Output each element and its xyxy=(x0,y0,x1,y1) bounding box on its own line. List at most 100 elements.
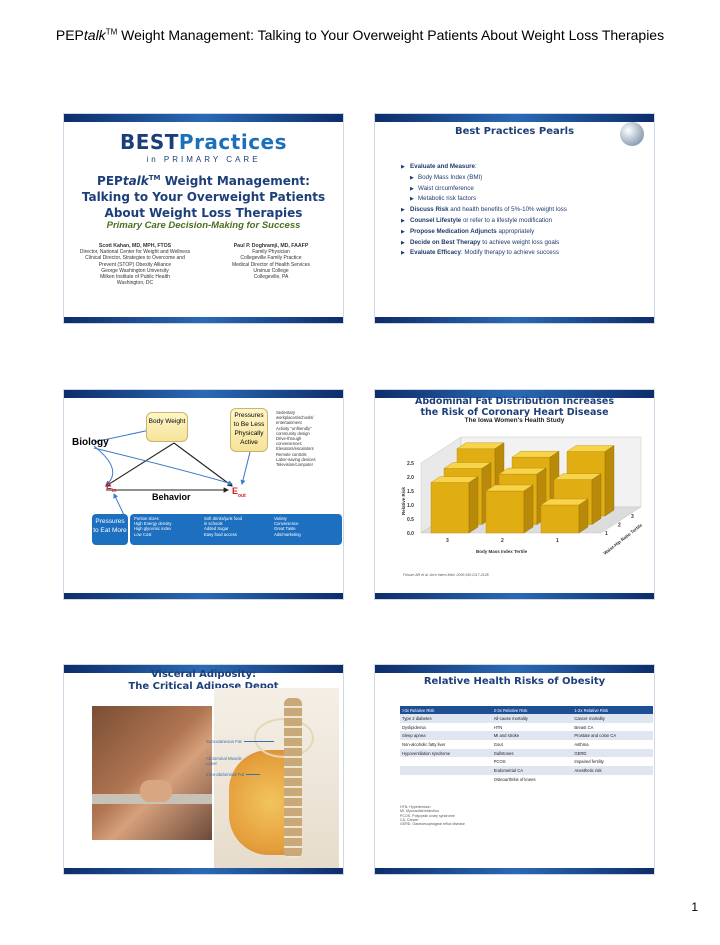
y-tick-label: 0.5 xyxy=(407,517,414,523)
slide-biology-behavior: Body Weight Pressures to Be Less Physica… xyxy=(63,389,344,600)
slide5-title: Visceral Adiposity: The Critical Adipose… xyxy=(64,669,343,693)
header-italic: talk xyxy=(83,27,106,43)
y-tick-label: 0.0 xyxy=(407,531,414,537)
bullet-arrow-icon: ▶ xyxy=(410,196,414,203)
author-1-line: Milken Institute of Public Health xyxy=(100,274,170,281)
table-cell: Anesthetic risk xyxy=(572,766,653,775)
table-cell: Breast CA xyxy=(574,724,594,730)
e-out-sub: out xyxy=(238,492,246,499)
spine xyxy=(284,698,302,858)
label-intra-abdominal-fat: Intra-abdominal Fat xyxy=(206,772,261,777)
bar-side xyxy=(604,445,615,517)
bullet-arrow-icon: ▶ xyxy=(401,239,405,246)
slide1-title: PEPtalkTM Weight Management: Talking to … xyxy=(64,170,343,221)
list-item: High glycemic index xyxy=(134,526,172,532)
pearls-list: ▶Evaluate and Measure:▶Body Mass Index (… xyxy=(401,162,651,259)
list-item: Low Cost xyxy=(134,531,152,537)
pearl-item: ▶Counsel Lifestyle or refer to a lifesty… xyxy=(401,216,651,227)
pearl-text: : Modify therapy to achieve success xyxy=(460,249,559,257)
author-2-line: Collegeville Family Practice xyxy=(240,255,302,262)
bullet-arrow-icon: ▶ xyxy=(401,228,405,235)
slide1-subtitle: Primary Care Decision-Making for Success xyxy=(106,220,301,231)
bar xyxy=(540,504,580,534)
list-item: Labor-saving devices xyxy=(276,456,316,462)
slide-bottom-bar xyxy=(64,317,343,323)
table-cell: MI and stroke xyxy=(491,731,573,741)
e-out-label: Eout xyxy=(232,486,246,499)
table-cell: Osteoarthritis of knees xyxy=(493,776,536,782)
bullet-arrow-icon: ▶ xyxy=(401,217,405,224)
table-cell: Cancer mortality xyxy=(572,714,653,723)
table-cell xyxy=(400,766,492,775)
table-cell: Gout xyxy=(493,741,503,747)
author-1-line: Prevent (STOP) Obesity Alliance xyxy=(98,261,172,268)
column-header: 2-3x Relative Risk xyxy=(491,706,573,714)
list-item: Easy food access xyxy=(204,531,237,537)
bullet-arrow-icon: ▶ xyxy=(401,207,405,214)
pearl-text: to achieve weight loss goals xyxy=(480,238,560,246)
author-1-line: George Washington University xyxy=(101,267,169,274)
citation: Folsom AR et al. Arch Intern Med. 2000;1… xyxy=(403,573,490,577)
list-item: Convenience xyxy=(274,521,299,527)
author-1: Scott Kahan, MD, MPH, FTOS Director, Nat… xyxy=(70,243,200,286)
list-item: Ads/marketing xyxy=(274,531,301,537)
slide4-title: Abdominal Fat Distribution Increases the… xyxy=(375,396,654,418)
e-in-label: Ein xyxy=(106,481,116,494)
pearl-bold: Decide on Best Therapy xyxy=(410,238,481,246)
slide-bottom-bar xyxy=(64,868,343,874)
slide-health-risks: Relative Health Risks of Obesity >3x Rel… xyxy=(374,664,655,875)
logo-subtext: in PRIMARY CARE xyxy=(146,155,261,164)
abbrev-item: CA, Cancer xyxy=(400,817,419,822)
series-label: 1 xyxy=(605,531,608,537)
bullet-arrow-icon: ▶ xyxy=(401,164,405,170)
list-item: High Energy density xyxy=(134,521,172,527)
label-line xyxy=(246,774,261,776)
pearl-text: Metabolic risk factors xyxy=(418,195,477,203)
y-tick-label: 2.0 xyxy=(407,475,414,481)
bar-side xyxy=(578,498,589,534)
label-text: Abdominal Muscle Layer xyxy=(206,756,242,766)
y-tick-label: 1.5 xyxy=(407,489,414,495)
list-item: Elevators/escalators xyxy=(276,446,314,452)
abbrev-item: HTN, Hypertension xyxy=(400,805,431,809)
slide4-title-line2: the Risk of Coronary Heart Disease xyxy=(420,407,609,418)
bullet-arrow-icon: ▶ xyxy=(401,250,405,257)
header-tm: TM xyxy=(105,27,118,37)
table-cell: Impaired fertility xyxy=(574,759,604,765)
table-cell: PCOS xyxy=(493,759,506,765)
slide-bottom-bar xyxy=(375,868,654,874)
label-line xyxy=(243,741,274,743)
table-cell: Sleep apnea xyxy=(400,731,492,741)
list-item: entertainment xyxy=(276,420,302,426)
slide2-title: Best Practices Pearls xyxy=(454,126,575,137)
anatomy-illustration xyxy=(214,688,339,870)
author-1-line: Washington, DC xyxy=(116,280,154,287)
x-tick-label: 2 xyxy=(501,538,504,544)
label-text: Subcutaneous Fat xyxy=(206,739,242,744)
pearl-item: ▶Evaluate Efficacy: Modify therapy to ac… xyxy=(401,248,651,259)
bar-side xyxy=(468,476,479,534)
pressures-eat-box: Pressures to Eat More xyxy=(92,514,128,545)
list-item: Added Sugar xyxy=(204,526,229,532)
slide-top-bar xyxy=(375,665,654,673)
pearl-bold: Evaluate and Measure xyxy=(410,163,475,170)
table-cell: Type 2 diabetes xyxy=(400,714,492,723)
abbrev-item: MI, Myocardial infarction xyxy=(400,809,439,814)
x-tick-label: 1 xyxy=(556,538,559,544)
pearl-item: ▶Discuss Risk and health benefits of 5%-… xyxy=(401,205,651,216)
series-label: 3 xyxy=(631,514,634,520)
author-2-line: Collegeville, PA xyxy=(253,274,289,281)
e-out-e: E xyxy=(232,486,239,496)
pearl-text: and health benefits of 5%-10% weight los… xyxy=(448,206,567,214)
table-cell: Prostate and colon CA xyxy=(572,731,653,741)
table-cell: Dyslipidemia xyxy=(402,724,426,730)
list-item: Sedentary xyxy=(276,410,296,415)
